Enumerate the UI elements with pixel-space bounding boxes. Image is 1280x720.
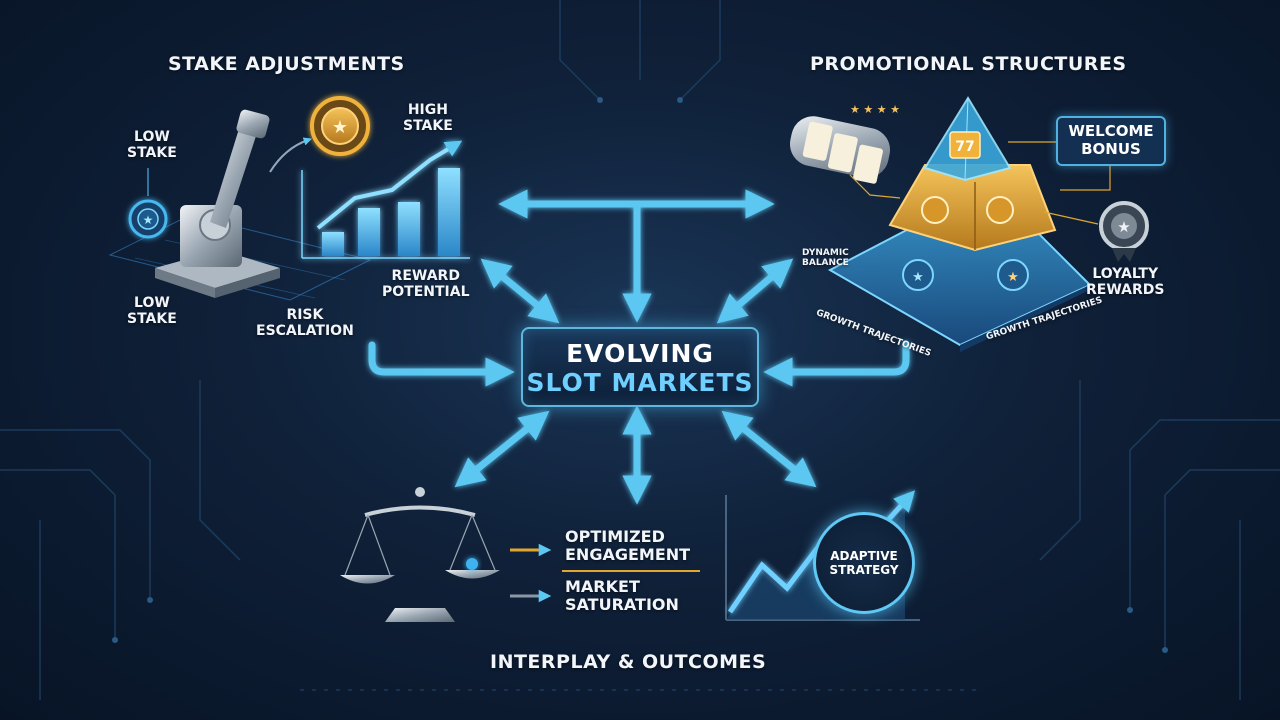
label-welcome-bonus: WELCOME BONUS	[1068, 122, 1154, 158]
label-low-stake-bottom: LOW STAKE	[127, 295, 177, 328]
svg-text:★: ★	[332, 117, 348, 138]
welcome-bonus-box: WELCOME BONUS	[1056, 116, 1166, 166]
center-title-line1: EVOLVING	[566, 339, 714, 368]
bar-3	[398, 202, 420, 256]
circuit-nodes	[112, 97, 1168, 653]
slot-reel-icon: ★ ★ ★ ★	[789, 103, 900, 184]
medal-icon: ★	[1099, 201, 1149, 262]
arrow-right-feed	[763, 341, 910, 387]
circuit-traces	[0, 0, 1280, 700]
chip-icon-blue-1	[902, 259, 934, 291]
label-risk-escalation: RISK ESCALATION	[256, 307, 354, 340]
svg-text:77: 77	[955, 139, 974, 155]
svg-text:★ ★ ★ ★: ★ ★ ★ ★	[850, 103, 900, 116]
bar-1	[322, 232, 344, 256]
arrow-upper-left	[480, 258, 560, 324]
label-adaptive-strategy: ADAPTIVE STRATEGY	[829, 548, 899, 577]
center-title-line2: SLOT MARKETS	[526, 368, 754, 397]
svg-text:★: ★	[143, 213, 154, 227]
outcome-arrows	[510, 543, 700, 603]
svg-text:★: ★	[1117, 218, 1130, 236]
scale-icon	[340, 487, 500, 622]
arrow-left-feed	[368, 341, 515, 387]
svg-text:★: ★	[912, 270, 924, 285]
label-low-stake-top: LOW STAKE	[127, 129, 177, 162]
label-optimized-engagement: OPTIMIZED ENGAGEMENT	[565, 527, 691, 565]
section-title-promotional-structures: PROMOTIONAL STRUCTURES	[810, 53, 1127, 75]
label-loyalty-rewards: LOYALTY REWARDS	[1086, 266, 1165, 299]
label-dynamic-balance: DYNAMIC BALANCE	[802, 248, 849, 269]
chip-icon-blue-2	[997, 259, 1029, 291]
label-reward-potential: REWARD POTENTIAL	[382, 268, 470, 301]
bar-chart-icon	[301, 140, 470, 259]
arrow-upper-right	[716, 258, 794, 324]
high-stake-arrow	[269, 137, 312, 173]
svg-text:★: ★	[1007, 270, 1019, 285]
pyramid-icon: 77 ★ ★	[827, 96, 1092, 352]
section-title-stake-adjustments: STAKE ADJUSTMENTS	[168, 53, 405, 75]
pyramid-gold-tier	[888, 164, 1057, 252]
label-market-saturation: MARKET SATURATION	[565, 577, 679, 615]
arrows	[368, 189, 910, 505]
trend-line	[316, 140, 463, 230]
arrow-lower-left	[454, 410, 550, 488]
chip-icon-high-stake: ★	[310, 96, 370, 156]
slot-window-icon	[949, 131, 981, 159]
bar-2	[358, 208, 380, 256]
section-title-interplay-outcomes: INTERPLAY & OUTCOMES	[490, 651, 767, 673]
center-node: EVOLVING SLOT MARKETS	[521, 327, 759, 407]
chip-icon-low-stake: ★	[128, 199, 168, 239]
lever-icon	[155, 109, 280, 298]
chip-icon-gold-2	[986, 196, 1014, 224]
arrow-lower-right	[721, 410, 817, 488]
adaptive-strategy-badge: ADAPTIVE STRATEGY	[813, 512, 915, 614]
promo-connectors	[849, 141, 1111, 225]
bar-4	[438, 168, 460, 256]
label-high-stake: HIGH STAKE	[403, 102, 453, 135]
chip-icon-gold-1	[921, 196, 949, 224]
